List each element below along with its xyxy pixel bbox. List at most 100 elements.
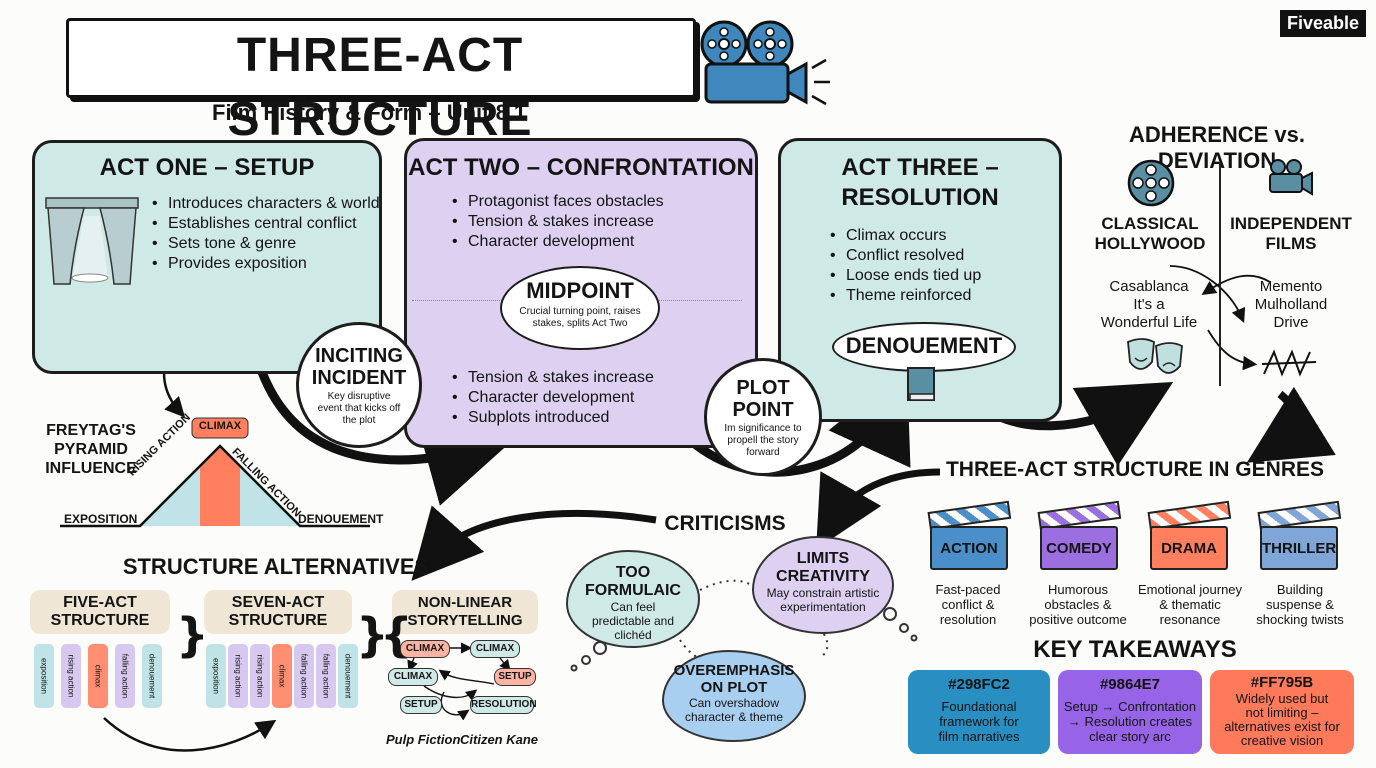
strip-label: denouement xyxy=(343,653,353,699)
genres-title: THREE-ACT STRUCTURE IN GENRES xyxy=(945,458,1324,481)
denouement-badge: DENOUEMENT xyxy=(832,322,1016,372)
strip-falling: falling action xyxy=(115,644,135,708)
criticism-cloud-formulaic: TOO FORMULAIC Can feel predictable and c… xyxy=(566,550,700,648)
act-three-bullets: Climax occurs Conflict resolved Loose en… xyxy=(830,226,1050,306)
criticism-title-2: CREATIVITY xyxy=(776,568,870,585)
takeaway-line: clear story arc xyxy=(1089,729,1171,744)
bracket-five: } xyxy=(176,608,209,662)
classical-label-1: CLASSICAL xyxy=(1101,214,1199,233)
film-camera-icon xyxy=(700,20,830,106)
strip-climax: climax xyxy=(272,644,292,708)
five-act-label-2: STRUCTURE xyxy=(50,612,150,629)
nl-setup-1: SETUP xyxy=(494,668,536,686)
list-item: Character development xyxy=(452,388,742,408)
strip-exposition: exposition xyxy=(206,644,226,708)
alternatives-title: STRUCTURE ALTERNATIVES xyxy=(122,554,430,579)
seven-act-header xyxy=(204,590,352,634)
arrow-adherence-to-genres xyxy=(1246,386,1336,463)
film-reel-icon xyxy=(1127,159,1175,207)
five-act-header xyxy=(30,590,170,634)
adherence-divider xyxy=(1219,162,1221,386)
genre-clapper-drama: DRAMA xyxy=(1147,500,1232,570)
strip-rising: rising action xyxy=(61,644,81,708)
freytag-label-2: PYRAMID xyxy=(54,441,128,458)
genre-clapper-comedy: COMEDY xyxy=(1037,500,1122,570)
criticism-cloud-creativity: LIMITS CREATIVITY May constrain artistic… xyxy=(752,536,894,634)
genre-desc-line: suspense & xyxy=(1266,597,1334,612)
takeaway-line: Widely used but xyxy=(1235,691,1329,706)
genre-name: COMEDY xyxy=(1046,540,1112,557)
strip-label: falling action xyxy=(120,653,130,699)
strip-label: rising action xyxy=(255,654,265,698)
strip-label: falling action xyxy=(299,653,309,699)
nl-climax-3: CLIMAX xyxy=(388,668,438,686)
arrow-five-to-seven xyxy=(103,717,277,752)
film-pulp-fiction: Pulp Fiction xyxy=(386,732,461,747)
freytag-pyramid-diagram xyxy=(60,417,370,528)
list-item: Protagonist faces obstacles xyxy=(452,192,742,212)
criticism-title-2: FORMULAIC xyxy=(585,582,681,599)
theater-curtain-icon xyxy=(45,197,139,285)
takeaways-title: KEY TAKEAWAYS xyxy=(1033,636,1237,663)
nl-climax-2: CLIMAX xyxy=(470,640,520,658)
strip-falling: falling action xyxy=(316,644,336,708)
takeaway-code: #FF795B xyxy=(1250,674,1314,691)
criticism-title-1: OVEREMPHASIS xyxy=(673,662,795,679)
seven-act-label-2: STRUCTURE xyxy=(228,612,328,629)
arrow-genres-to-criticisms xyxy=(816,468,941,550)
takeaway-card-2: #9864E7 Setup → Confrontation→ Resolutio… xyxy=(1058,670,1202,754)
freytag-denouement: DENOUEMENT xyxy=(298,512,384,526)
takeaway-line: film narratives xyxy=(938,729,1020,744)
independent-example-2: Mulholland xyxy=(1254,296,1328,313)
nl-setup-2: SETUP xyxy=(400,696,442,714)
genre-desc-line: Building xyxy=(1276,582,1324,597)
genre-desc-line: positive outcome xyxy=(1029,612,1127,627)
act-three-title-1: ACT THREE – xyxy=(841,154,999,181)
freytag-label-1: FREYTAG'S xyxy=(46,422,136,439)
classical-example-1: Casablanca xyxy=(1109,278,1189,295)
strip-label: falling action xyxy=(321,653,331,699)
page-subtitle: Film History & Form – Unit 8.1 xyxy=(212,100,527,125)
nl-climax-1: CLIMAX xyxy=(400,640,450,658)
title-banner xyxy=(66,18,696,98)
squiggle-icon xyxy=(1261,349,1317,377)
takeaway-line: Setup → Confrontation xyxy=(1063,699,1197,714)
plot-point-title-2: POINT xyxy=(732,399,794,421)
midpoint-desc: Crucial turning point, raises stakes, sp… xyxy=(519,306,641,329)
independent-label-1: INDEPENDENT xyxy=(1230,214,1352,233)
bracket-seven: } xyxy=(356,608,389,662)
arrow-classical-to-casablanca xyxy=(1201,274,1271,295)
freytag-climax: CLIMAX xyxy=(198,420,242,432)
genre-desc-line: obstacles & xyxy=(1044,597,1112,612)
act-one-bullets: Introduces characters & world Establishe… xyxy=(152,194,382,274)
takeaway-line: → Resolution creates xyxy=(1067,714,1193,729)
genre-desc-line: Humorous xyxy=(1048,582,1108,597)
list-item: Establishes central conflict xyxy=(152,214,382,234)
criticism-title-1: LIMITS xyxy=(796,550,850,567)
nonlinear-label-1: NON-LINEAR xyxy=(417,594,513,611)
five-act-label-1: FIVE-ACT xyxy=(63,594,137,611)
list-item: Loose ends tied up xyxy=(830,266,1050,286)
list-item: Climax occurs xyxy=(830,226,1050,246)
genre-desc-line: resonance xyxy=(1159,612,1221,627)
arrow-criticisms-to-alternatives xyxy=(411,505,657,581)
inciting-desc: Key disruptive event that kicks off the … xyxy=(317,391,401,426)
act-two-bullets-bottom: Tension & stakes increase Character deve… xyxy=(452,368,742,428)
strip-label: climax xyxy=(277,664,287,688)
film-citizen-kane: Citizen Kane xyxy=(460,732,539,747)
strip-denouement: denouement xyxy=(338,644,358,708)
strip-label: exposition xyxy=(39,657,49,695)
takeaway-code: #298FC2 xyxy=(948,676,1010,693)
criticisms-title: CRITICISMS xyxy=(664,512,786,535)
act-two-title: ACT TWO – CONFRONTATION xyxy=(408,154,754,181)
seven-act-label-1: SEVEN-ACT xyxy=(231,594,325,611)
camera-icon xyxy=(1269,159,1313,196)
independent-example-3: Drive xyxy=(1273,314,1309,331)
arrow-independent-to-memento xyxy=(1169,265,1246,323)
plot-point-desc: Im significance to propell the story for… xyxy=(724,423,802,458)
